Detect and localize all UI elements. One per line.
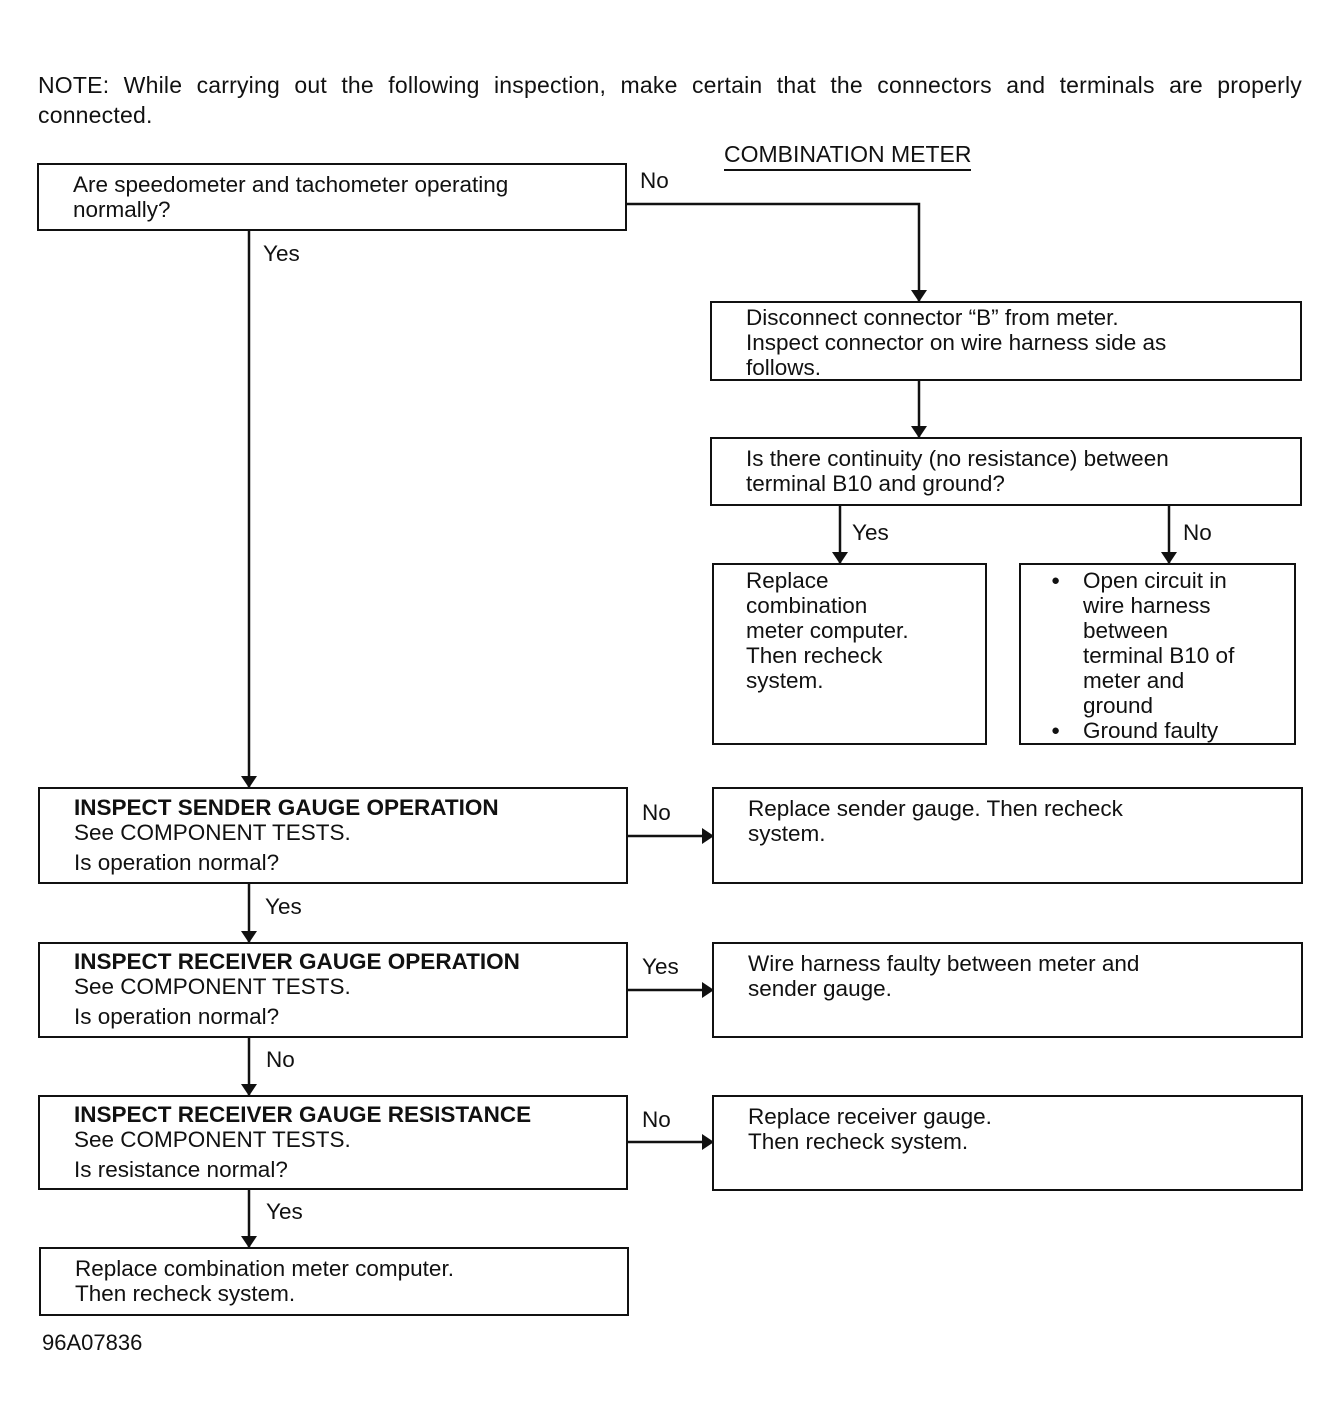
box-text-line: Open circuit in [1083,568,1227,593]
box-replace-meter-computer: Replace combination meter computer. Then… [712,563,987,745]
box-text-line: See COMPONENT TESTS. [74,820,351,845]
box-text-line: meter computer. [746,618,909,643]
box-final-replace-meter-computer: Replace combination meter computer. Then… [39,1247,629,1316]
box-text-line: Replace receiver gauge. [748,1104,992,1129]
label-sender-no: No [642,800,671,825]
box-text-line: Is operation normal? [74,850,280,875]
box-text-line: See COMPONENT TESTS. [74,974,351,999]
box-text-line: Is resistance normal? [74,1157,288,1182]
label-q1-yes: Yes [263,241,300,266]
box-wire-harness-faulty: Wire harness faulty between meter and se… [712,942,1303,1038]
box-text-line: follows. [746,355,822,380]
box-text-line: Are speedometer and tachometer operating [73,172,509,197]
box-text-line: normally? [73,197,171,222]
box-text-line: Is there continuity (no resistance) betw… [746,446,1169,471]
box-inspect-sender-gauge: INSPECT SENDER GAUGE OPERATION See COMPO… [38,787,628,884]
box-title: INSPECT SENDER GAUGE OPERATION [74,795,499,820]
box-text-line: Ground faulty [1083,718,1219,743]
box-text-line: See COMPONENT TESTS. [74,1127,351,1152]
box-text-line: between [1083,618,1169,643]
box-text-line: Inspect connector on wire harness side a… [746,330,1167,355]
label-receiver-op-no: No [266,1047,295,1072]
box-text-line: meter and [1083,668,1185,693]
box-text-line: Then recheck [746,643,883,668]
box-text-line: Replace [746,568,829,593]
box-text-line: Is operation normal? [74,1004,280,1029]
note-text: NOTE: While carrying out the following i… [38,72,1302,128]
box-text-line: Replace sender gauge. Then recheck [748,796,1123,821]
box-replace-receiver-gauge: Replace receiver gauge. Then recheck sys… [712,1095,1303,1191]
box-title: INSPECT RECEIVER GAUGE RESISTANCE [74,1102,532,1127]
box-inspect-receiver-gauge-operation: INSPECT RECEIVER GAUGE OPERATION See COM… [38,942,628,1038]
box-disconnect-connector: Disconnect connector “B” from meter. Ins… [710,301,1302,381]
box-text-line: sender gauge. [748,976,892,1001]
box-inspect-receiver-gauge-resistance: INSPECT RECEIVER GAUGE RESISTANCE See CO… [38,1095,628,1190]
box-meters-operating-question: Are speedometer and tachometer operating… [37,163,627,231]
label-continuity-yes: Yes [852,520,889,545]
label-receiver-res-yes: Yes [266,1199,303,1224]
connector-q1-no [627,202,927,302]
box-text-line: ground [1083,693,1154,718]
box-text-line: system. [746,668,824,693]
box-text-line: terminal B10 of [1083,643,1235,668]
figure-id: 96A07836 [42,1330,143,1355]
label-q1-no: No [640,168,669,193]
box-replace-sender-gauge: Replace sender gauge. Then recheck syste… [712,787,1303,884]
bullet-item: Open circuit in wire harness between ter… [1021,568,1294,718]
box-text-line: system. [748,821,826,846]
bullet-item: Ground faulty [1021,718,1294,743]
box-text-line: terminal B10 and ground? [746,471,1005,496]
label-continuity-no: No [1183,520,1212,545]
box-open-circuit: Open circuit in wire harness between ter… [1019,563,1296,745]
box-title: INSPECT RECEIVER GAUGE OPERATION [74,949,520,974]
box-text-line: Then recheck system. [748,1129,969,1154]
box-text-line: Wire harness faulty between meter and [748,951,1140,976]
box-text-line: Replace combination meter computer. [75,1256,454,1281]
label-sender-yes: Yes [265,894,302,919]
section-title: COMBINATION METER [724,140,972,171]
box-text-line: wire harness [1083,593,1211,618]
box-continuity-question: Is there continuity (no resistance) betw… [710,437,1302,506]
label-receiver-res-no: No [642,1107,671,1132]
box-text-line: Then recheck system. [75,1281,296,1306]
label-receiver-op-yes: Yes [642,954,679,979]
box-text-line: Disconnect connector “B” from meter. [746,305,1119,330]
box-text-line: combination [746,593,868,618]
